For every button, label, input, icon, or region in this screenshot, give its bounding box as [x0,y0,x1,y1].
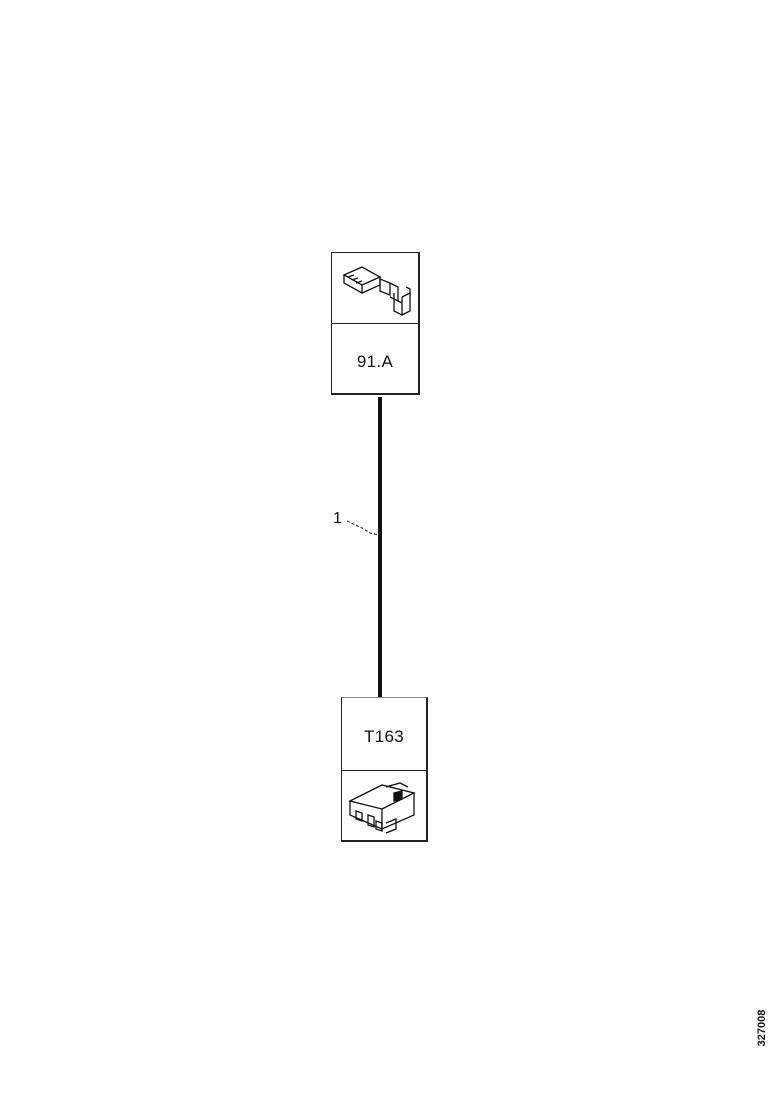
wire-reference-label: 1 [333,510,342,527]
terminal-connector-icon [332,253,418,323]
connector-t163: T163 [341,697,428,842]
connector-91a-label: 91.A [356,352,394,371]
connector-91a: 91.A [331,252,420,395]
wire-leader-line [346,520,380,536]
component-divider [332,323,418,324]
connector-housing-icon [342,771,426,841]
component-divider [342,770,426,771]
drawing-number: 327008 [756,1009,768,1047]
connector-t163-label: T163 [364,727,404,746]
